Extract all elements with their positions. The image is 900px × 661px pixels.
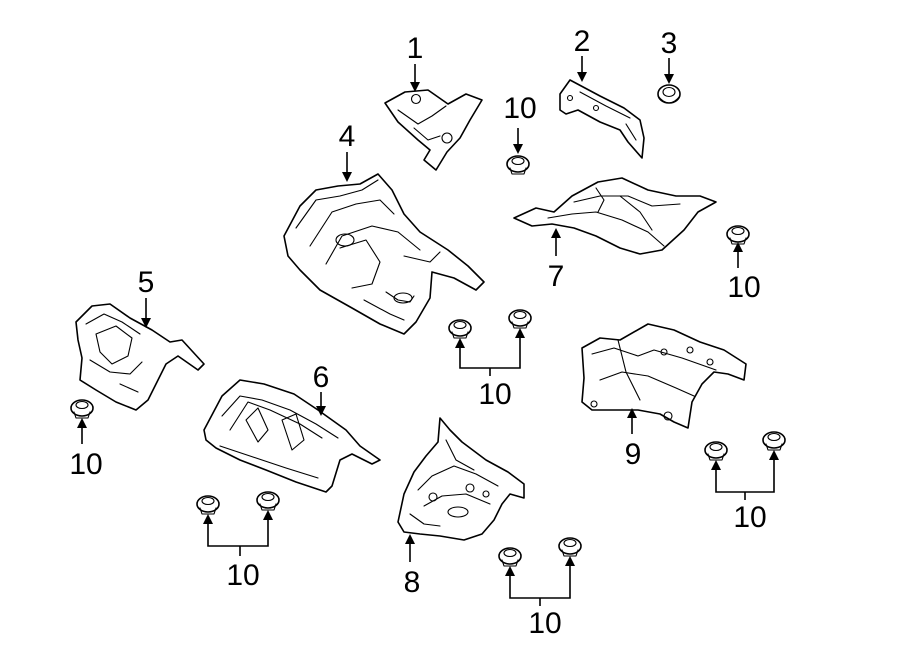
part-6-heat-shield: [203, 379, 381, 493]
part-4-heat-shield: [283, 173, 485, 335]
leader-lines: [77, 56, 779, 606]
callout-2: 2: [574, 25, 591, 58]
part-7-heat-shield: [513, 177, 717, 255]
part-9-heat-shield: [581, 323, 747, 429]
grommet: [70, 399, 94, 419]
part-1-heat-shield: [384, 89, 483, 171]
grommet: [726, 225, 750, 245]
grommet: [558, 537, 582, 557]
callout-3: 3: [661, 27, 678, 60]
callout-1: 1: [407, 32, 424, 65]
callout-5: 5: [138, 266, 155, 299]
callout-10: 10: [226, 559, 259, 592]
callout-10: 10: [528, 607, 561, 640]
callout-10: 10: [478, 378, 511, 411]
grommet: [448, 319, 472, 339]
grommet: [506, 155, 530, 175]
callout-6: 6: [313, 361, 330, 394]
part-3-grommet: [657, 84, 681, 104]
grommet: [256, 491, 280, 511]
callout-8: 8: [404, 566, 421, 599]
grommet: [508, 309, 532, 329]
callout-10: 10: [727, 271, 760, 304]
part-2-bracket: [559, 79, 645, 159]
callout-10: 10: [69, 448, 102, 481]
part-8-heat-shield: [397, 417, 525, 541]
callout-labels: 1 2 3 4 5 6 7 8 9 10 10 10 10 10 10 10: [69, 25, 766, 640]
callout-9: 9: [625, 438, 642, 471]
grommet: [196, 495, 220, 515]
callout-7: 7: [548, 260, 565, 293]
grommet: [498, 547, 522, 567]
grommet: [704, 441, 728, 461]
grommet: [762, 431, 786, 451]
part-10-grommets: [70, 155, 786, 567]
callout-10: 10: [503, 92, 536, 125]
callout-4: 4: [339, 120, 356, 153]
callout-10: 10: [733, 501, 766, 534]
part-5-heat-shield: [75, 303, 205, 411]
